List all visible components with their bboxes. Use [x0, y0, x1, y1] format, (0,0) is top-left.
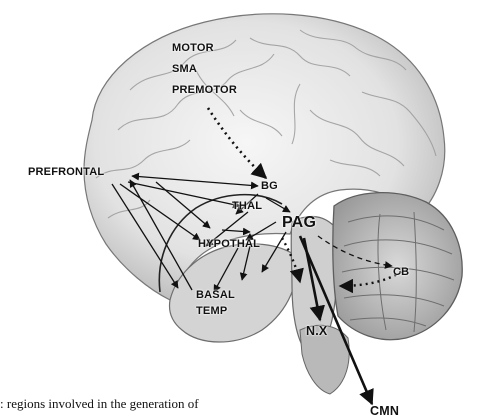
prefrontal-label: PREFRONTAL — [28, 166, 104, 178]
pag-label: PAG — [282, 214, 316, 232]
basal-label: BASAL — [196, 289, 235, 301]
temp-label: TEMP — [196, 305, 227, 317]
cmn-label: CMN — [370, 404, 399, 418]
thal-label: THAL — [232, 200, 262, 212]
figure-caption: : regions involved in the generation of — [0, 396, 199, 412]
sma-label: SMA — [172, 63, 197, 75]
premotor-label: PREMOTOR — [172, 84, 237, 96]
motor-label: MOTOR — [172, 42, 214, 54]
bg-label: BG — [261, 180, 278, 192]
nx-label: N.X — [306, 324, 327, 338]
hypothal-label: HYPOTHAL — [198, 238, 260, 250]
cb-label: CB — [393, 266, 409, 278]
